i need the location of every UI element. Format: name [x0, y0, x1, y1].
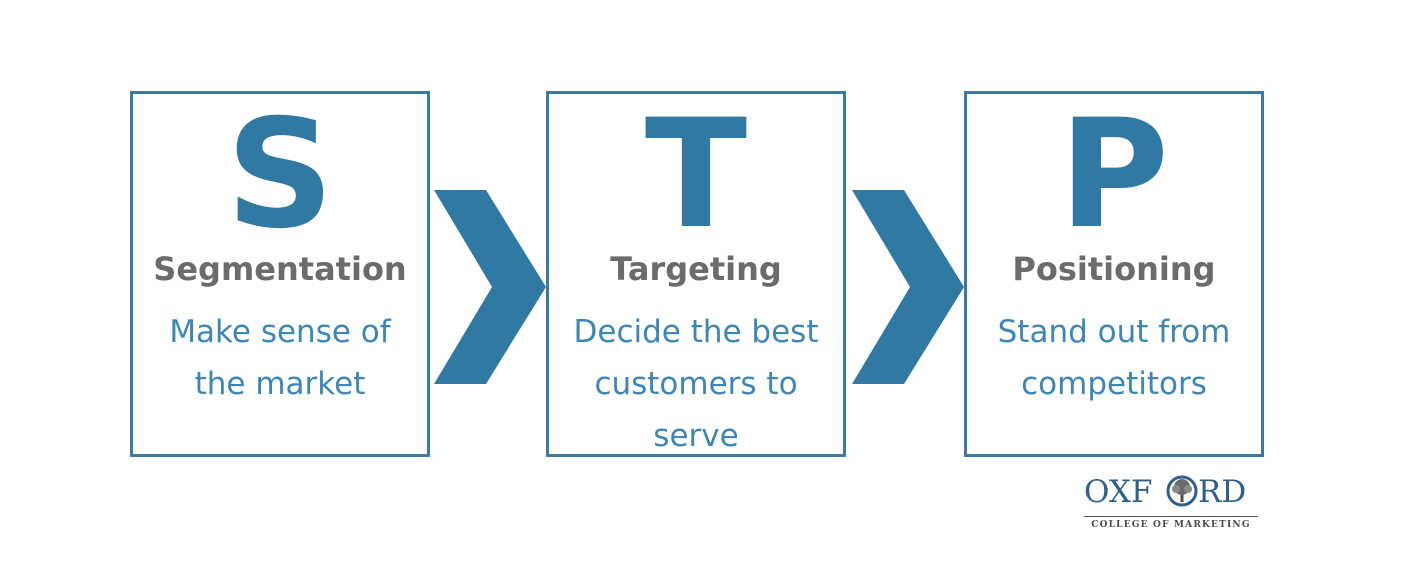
positioning-box: P Positioning Stand out from competitors: [964, 91, 1264, 457]
segmentation-description-line: the market: [194, 366, 366, 402]
segmentation-description: Make sense of the market: [143, 306, 417, 410]
segmentation-letter: S: [225, 88, 335, 262]
oxford-wordmark: OXF RD: [1084, 474, 1246, 510]
targeting-description-line: customers to: [594, 366, 798, 402]
positioning-description-line: Stand out from: [997, 314, 1231, 350]
logo-subtitle: COLLEGE OF MARKETING: [1084, 516, 1258, 530]
svg-text:RD: RD: [1198, 474, 1246, 510]
oxford-college-logo: OXF RD COLLEGE OF MARKETING: [1084, 470, 1258, 532]
targeting-box: T Targeting Decide the best customers to…: [546, 91, 846, 457]
chevron-right-icon: [852, 190, 964, 384]
segmentation-box: S Segmentation Make sense of the market: [130, 91, 430, 457]
tree-emblem-icon: [1166, 475, 1198, 507]
segmentation-description-line: Make sense of: [169, 314, 391, 350]
segmentation-heading: Segmentation: [153, 250, 407, 288]
targeting-description-line: Decide the best: [573, 314, 819, 350]
svg-text:OXF: OXF: [1084, 474, 1152, 510]
positioning-description-line: competitors: [1021, 366, 1207, 402]
chevron-right-icon: [434, 190, 546, 384]
targeting-heading: Targeting: [610, 250, 782, 288]
targeting-description: Decide the best customers to serve: [559, 306, 833, 462]
targeting-letter: T: [644, 88, 748, 262]
targeting-description-line: serve: [653, 418, 739, 454]
positioning-description: Stand out from competitors: [977, 306, 1251, 410]
positioning-letter: P: [1059, 88, 1169, 262]
positioning-heading: Positioning: [1012, 250, 1216, 288]
